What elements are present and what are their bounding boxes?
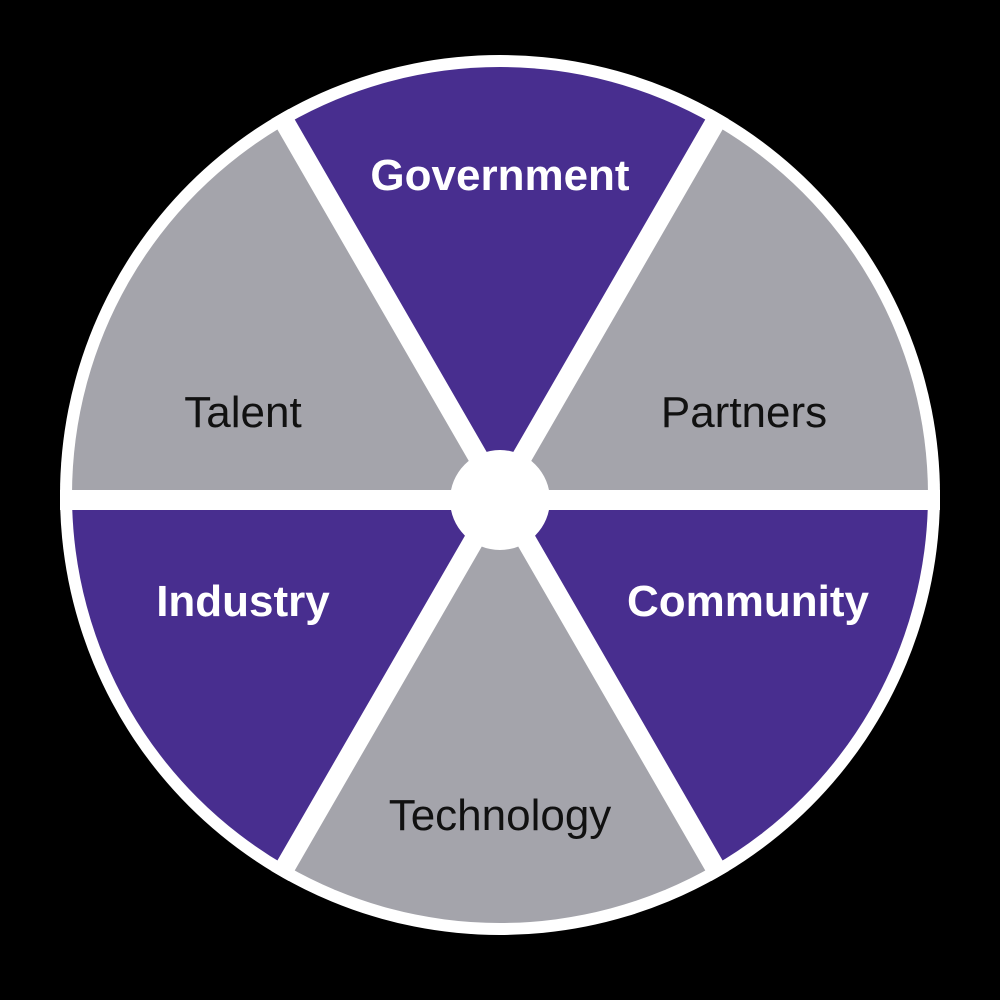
- segment-partners: [500, 124, 928, 495]
- segment-talent: [72, 124, 500, 495]
- label-partners: Partners: [661, 388, 827, 437]
- segment-technology: [286, 495, 714, 923]
- label-government: Government: [370, 151, 630, 200]
- label-community: Community: [627, 577, 870, 626]
- label-technology: Technology: [389, 791, 612, 840]
- segment-community: [500, 495, 928, 866]
- label-talent: Talent: [184, 388, 301, 437]
- label-industry: Industry: [156, 577, 330, 626]
- segment-government: [286, 67, 714, 496]
- center-hub: [450, 450, 550, 550]
- segment-industry: [72, 495, 500, 866]
